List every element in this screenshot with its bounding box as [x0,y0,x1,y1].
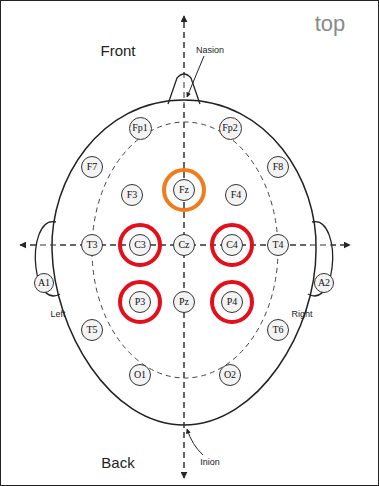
electrode-label: P3 [135,297,146,307]
electrode: A2 [314,273,334,293]
electrode: Fp2 [219,117,242,140]
electrode: Fp1 [129,117,152,140]
electrode-label: A1 [38,278,50,288]
electrode-ring [92,122,278,378]
electrode: P3 [129,291,151,313]
electrode: Fz [173,179,195,201]
direction-label: Back [101,455,134,470]
electrode-label: T5 [86,325,97,335]
landmark-label: Inion [200,458,220,467]
electrode-label: T3 [86,240,97,250]
electrode: F8 [267,156,289,178]
inion-leader [187,429,203,455]
electrode: F7 [81,156,103,178]
highlight-ring [212,225,252,265]
side-label: Right [291,310,312,319]
electrode-label: Fz [179,185,189,195]
electrode-label: C3 [134,240,146,250]
highlight-ring [164,170,204,210]
electrode-label: Pz [179,297,189,307]
electrode-label: F4 [231,190,242,200]
electrode-label: Fp1 [132,123,148,133]
electrode-label: P4 [227,297,238,307]
electrode-label: Fp2 [222,123,238,133]
electrode-label: F8 [273,162,284,172]
electrode: Cz [173,234,195,256]
electrode: T6 [267,319,289,341]
electrode-label: A2 [318,278,330,288]
highlight-ring [212,282,252,322]
electrode-label: O2 [224,370,236,380]
electrode-label: C4 [226,240,238,250]
highlight-ring [120,282,160,322]
electrode-label: T6 [272,325,283,335]
electrode-label: O1 [134,370,146,380]
highlight-ring [120,225,160,265]
electrode-label: T4 [272,240,283,250]
electrode-label: F3 [127,190,138,200]
electrode-label: Cz [178,240,189,250]
corner-tag: top [315,13,346,35]
nasion-leader [187,56,204,97]
direction-label: Front [100,43,135,58]
electrode: C3 [129,234,151,256]
electrode: O2 [219,364,241,386]
electrode: T4 [267,234,289,256]
electrode: F4 [225,184,247,206]
electrode-label: F7 [87,162,98,172]
electrode: C4 [221,234,243,256]
electrode: F3 [121,184,143,206]
side-label: Left [50,310,65,319]
electrode: A1 [34,273,54,293]
landmark-label: Nasion [196,46,224,55]
electrode: T5 [81,319,103,341]
electrode: O1 [129,364,151,386]
electrode: Pz [173,291,195,313]
electrode: P4 [221,291,243,313]
electrode: T3 [81,234,103,256]
